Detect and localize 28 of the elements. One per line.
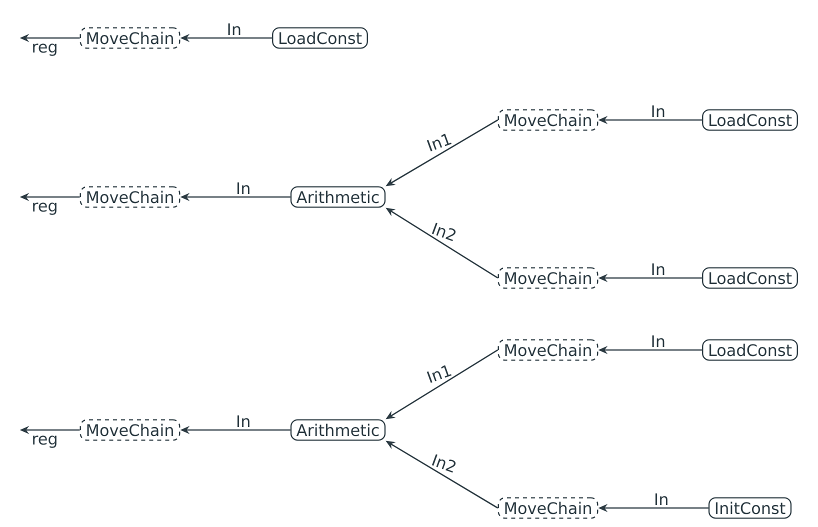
- edge-label: reg: [33, 202, 56, 215]
- edge-label: reg: [33, 44, 56, 56]
- process-box: LoadConst: [702, 339, 798, 361]
- dashed-box: MoveChain: [80, 27, 180, 49]
- edge-label: reg: [33, 436, 56, 448]
- dashed-box: MoveChain: [80, 419, 180, 441]
- edge-label: In: [652, 263, 664, 276]
- edge-label: In: [652, 105, 664, 118]
- process-box: LoadConst: [702, 267, 798, 289]
- process-box: LoadConst: [272, 27, 368, 49]
- process-box: Arithmetic: [290, 186, 386, 208]
- edge-label: In: [652, 335, 664, 348]
- edge-label: In: [237, 415, 250, 428]
- process-box: InitConst: [708, 497, 792, 519]
- process-box: LoadConst: [702, 109, 798, 131]
- dashed-box: MoveChain: [498, 109, 598, 131]
- dashed-box: MoveChain: [80, 186, 180, 208]
- process-box: Arithmetic: [290, 419, 386, 441]
- edge-label: In1: [426, 365, 452, 383]
- edge-label: In2: [432, 222, 456, 242]
- dashed-box: MoveChain: [498, 267, 598, 289]
- edge-label: In: [655, 493, 668, 506]
- edge-label: In1: [426, 134, 452, 152]
- edge-label: In: [228, 23, 240, 36]
- dashed-box: MoveChain: [498, 497, 598, 519]
- dashed-box: MoveChain: [498, 339, 598, 361]
- edge-label: In: [237, 182, 250, 194]
- edge-label: In2: [432, 454, 456, 473]
